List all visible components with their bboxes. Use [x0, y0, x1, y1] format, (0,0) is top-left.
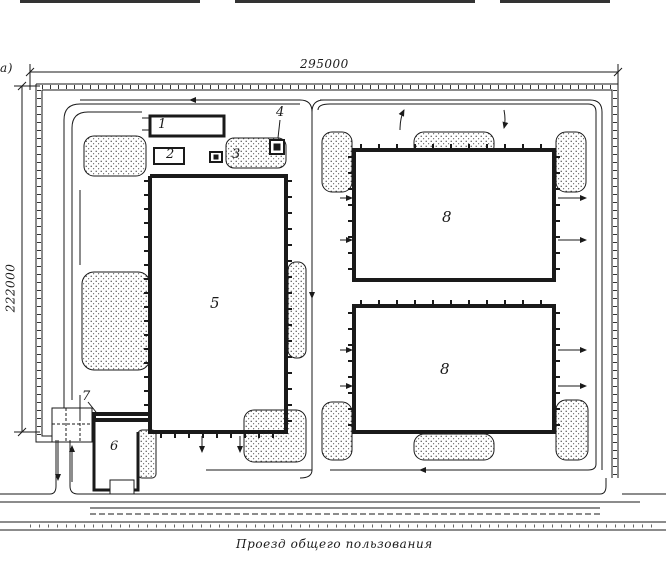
internal-roads [63, 99, 603, 479]
top-text-fragment [20, 0, 610, 3]
panel-label: а) [0, 61, 14, 75]
building-6 [92, 420, 140, 495]
gate-7 [51, 407, 93, 443]
building-4 [269, 139, 285, 155]
leader-7 [87, 401, 97, 413]
building-2 [153, 147, 185, 165]
label-8-upper: 8 [442, 208, 452, 226]
building-8-lower [348, 300, 560, 434]
leader-4 [277, 119, 281, 139]
building-8-upper [348, 144, 560, 282]
label-3: 3 [232, 147, 241, 162]
label-8-lower: 8 [440, 360, 450, 378]
label-1: 1 [158, 117, 167, 132]
road-caption: Проезд общего пользования [236, 537, 433, 551]
width-dimension-label: 295000 [300, 57, 349, 71]
label-2: 2 [166, 147, 175, 162]
building-3 [209, 151, 223, 163]
building-5 [92, 174, 292, 438]
label-5: 5 [210, 294, 220, 312]
label-6: 6 [110, 439, 119, 454]
traffic-arrows [189, 97, 587, 473]
building-1 [142, 114, 226, 138]
width-dimension [25, 64, 623, 90]
entrance-arrows [55, 440, 75, 482]
site-fence [35, 83, 619, 478]
label-4: 4 [276, 105, 285, 120]
label-7: 7 [82, 389, 91, 404]
public-road [0, 440, 666, 531]
height-dimension-label: 222000 [3, 263, 18, 313]
